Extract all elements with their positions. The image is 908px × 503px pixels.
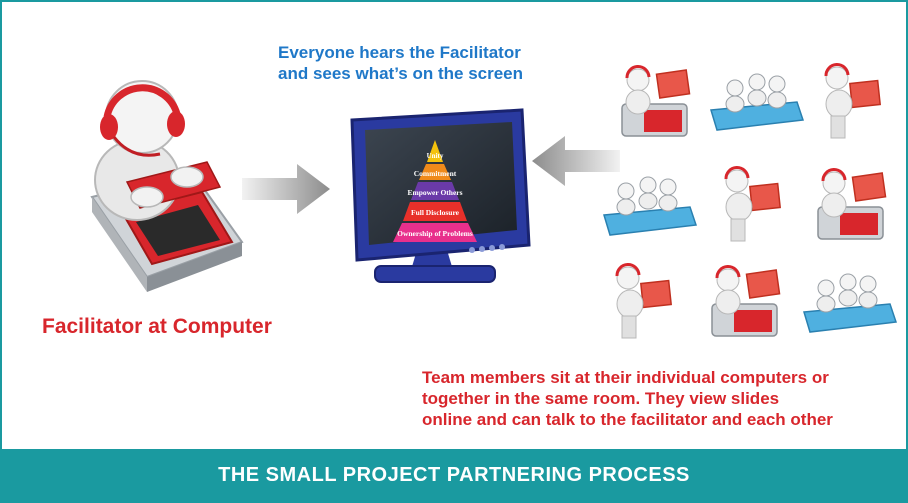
facilitator-label: Facilitator at Computer [42, 315, 272, 338]
team-description-line-3: online and can talk to the facilitator a… [422, 410, 833, 429]
pyramid-level-2-shape [419, 164, 451, 180]
pyramid-level-3-shape [411, 182, 459, 200]
team-description: Team members sit at their individual com… [422, 367, 892, 430]
team-member-single-4 [817, 168, 887, 240]
team-member-single-5 [615, 263, 673, 339]
team-member-single-3 [724, 166, 782, 242]
team-member-single-2 [824, 63, 882, 139]
headline-line-2: and sees what’s on the screen [278, 64, 524, 83]
team-member-group-3 [803, 273, 898, 333]
pyramid-level-4: Full Disclosure [411, 208, 460, 217]
pyramid-level-4-shape [403, 202, 467, 221]
team-description-line-1: Team members sit at their individual com… [422, 368, 829, 387]
headline: Everyone hears the Facilitator and sees … [278, 42, 578, 84]
arrow-left-icon [532, 136, 620, 186]
pyramid-level-3: Empower Others [407, 188, 462, 197]
footer-title: THE SMALL PROJECT PARTNERING PROCESS [2, 449, 906, 501]
pyramid-level-1-shape [427, 140, 443, 162]
facilitator-figure [90, 80, 244, 292]
monitor-figure: Unity Commitment Empower Others Full Dis… [350, 108, 531, 283]
headline-line-1: Everyone hears the Facilitator [278, 43, 521, 62]
pyramid-level-1: Unity [427, 152, 444, 160]
team-member-group-2 [603, 176, 698, 236]
pyramid-level-5: Ownership of Problems [397, 229, 473, 238]
arrow-right-icon [242, 164, 330, 214]
team-member-single-6 [711, 265, 781, 337]
pyramid-level-5-shape [393, 223, 477, 242]
team-member-single-1 [621, 65, 691, 137]
team-description-line-2: together in the same room. They view sli… [422, 389, 780, 408]
team-member-group-1 [710, 73, 805, 131]
pyramid-level-2: Commitment [414, 169, 457, 178]
